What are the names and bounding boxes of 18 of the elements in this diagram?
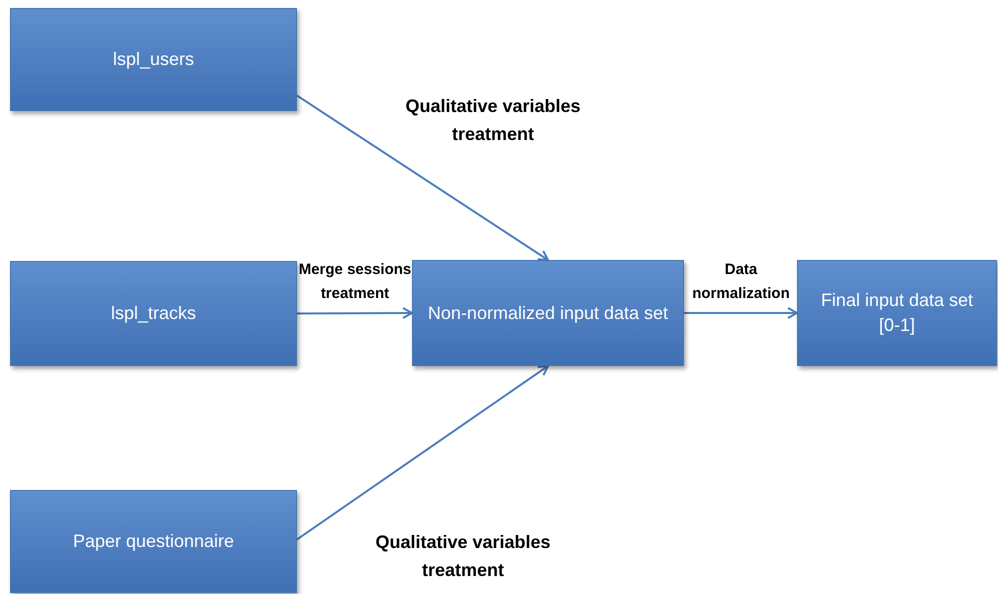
box-label: Non-normalized input data set [428,302,668,325]
box-label: lspl_users [112,48,194,71]
edge-label: Merge sessions treatment [298,260,412,304]
process-box [797,260,997,366]
process-box [10,490,297,593]
edge-label: Qualitative variables treatment [404,95,582,146]
edge-label: Data normalization [691,260,791,304]
process-box [10,261,297,366]
edge-label: Qualitative variables treatment [374,531,552,582]
arrow [296,94,549,261]
arrow [684,307,798,319]
process-box [412,260,684,366]
arrow [296,365,549,540]
box-label: Paper questionnaire [72,530,234,553]
box-label: lspl_tracks [110,302,196,325]
process-box [10,8,297,111]
box-label: Final input data set [0-1] [820,289,974,337]
arrow [297,307,413,320]
